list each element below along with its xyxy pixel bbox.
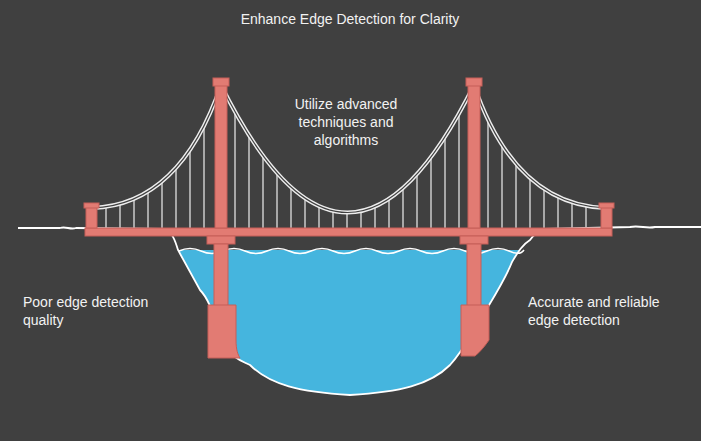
bridge-label: Accurate and reliable edge detection [528,293,693,329]
hanger [346,212,347,228]
diagram-title: Enhance Edge Detection for Clarity [190,10,510,28]
hanger [430,157,431,228]
hanger [402,188,403,228]
hanger [262,156,263,228]
hanger [501,145,502,228]
hanger [105,207,106,228]
hanger [444,137,445,228]
bridge-label: Utilize advanced techniques and algorith… [276,95,416,149]
ground-line [18,226,701,395]
hanger [248,135,249,228]
hanger [529,178,530,228]
hanger [234,112,235,228]
hanger [557,197,558,228]
hanger [416,174,417,228]
hanger [360,211,361,228]
water [165,250,545,395]
hanger [318,206,319,228]
hanger [203,126,204,228]
hanger [487,120,488,228]
hanger [515,164,516,228]
hanger [276,173,277,228]
hanger [175,168,176,228]
main-cables [92,85,606,213]
hanger [388,199,389,228]
hanger [161,181,162,228]
hanger [304,198,305,228]
hanger [133,199,134,228]
hanger [332,211,333,228]
hanger [189,150,190,228]
hanger [543,189,544,228]
hanger [119,204,120,228]
hanger [290,187,291,228]
hanger [571,202,572,228]
bridge-label: Poor edge detection quality [23,293,173,329]
hanger [585,206,586,228]
hanger [374,206,375,228]
hanger [458,113,459,228]
hanger [147,191,148,228]
